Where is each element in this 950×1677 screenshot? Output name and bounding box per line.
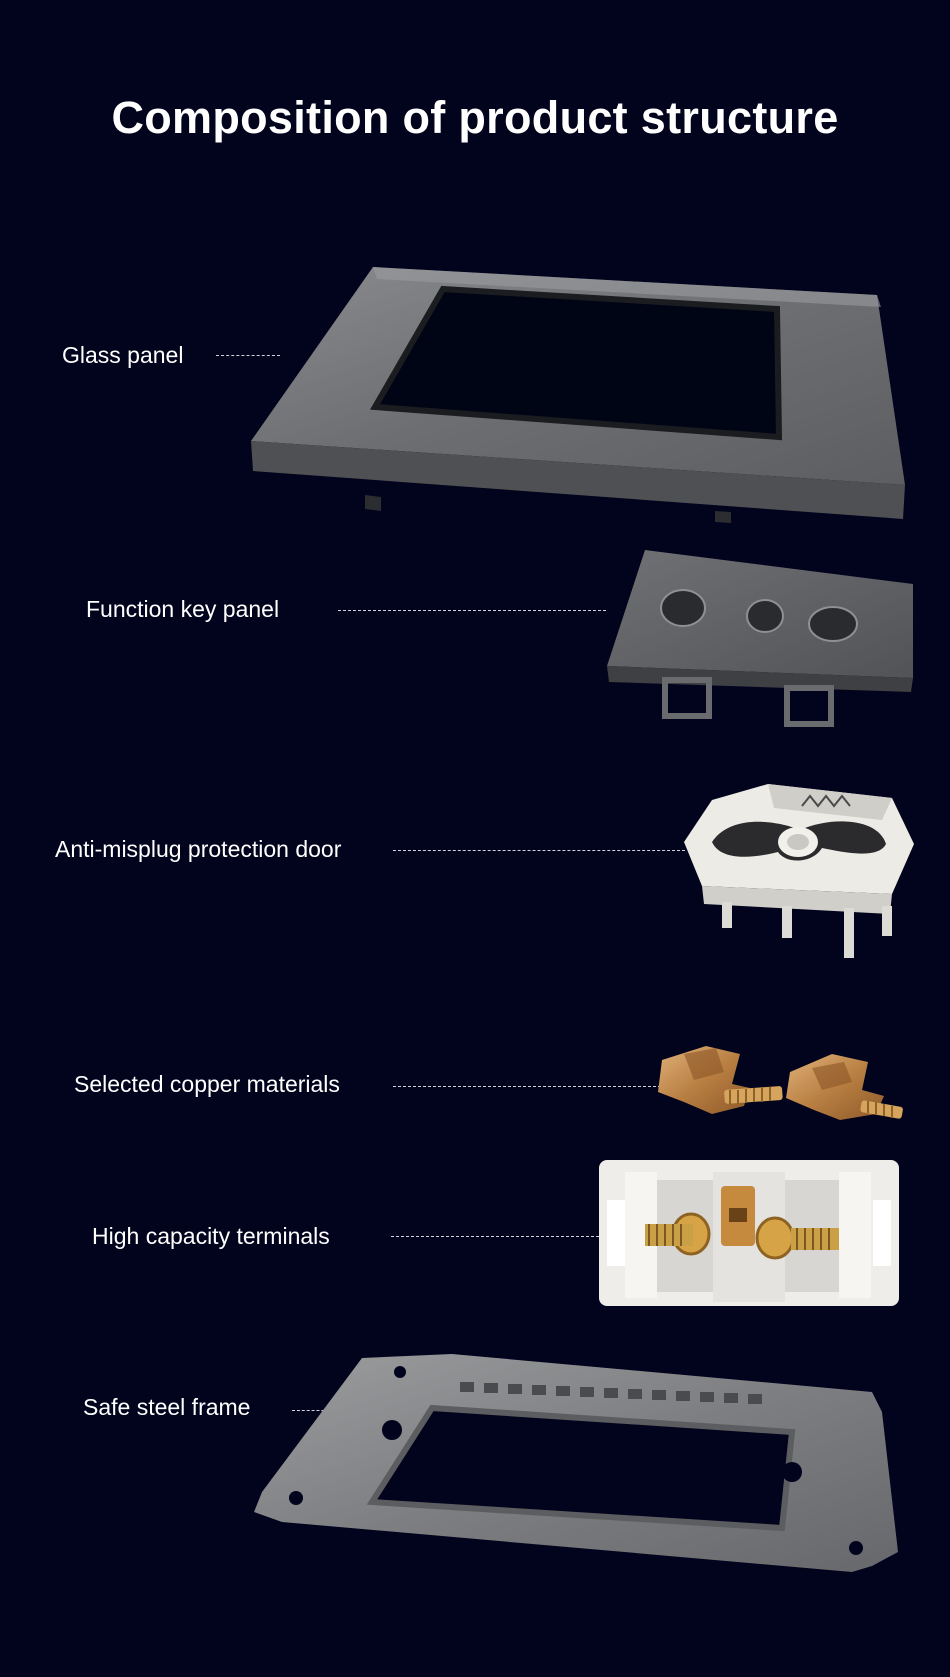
- leader-line-copper-materials: [393, 1086, 661, 1087]
- leader-line-glass-panel: [216, 355, 280, 356]
- glass-panel-illustration: [251, 267, 905, 523]
- steel-frame-illustration: [254, 1354, 898, 1572]
- copper-contacts-illustration: [658, 1046, 903, 1120]
- label-selected-copper-materials: Selected copper materials: [74, 1071, 340, 1097]
- leader-line-function-key-panel: [338, 610, 606, 611]
- label-high-capacity-terminals: High capacity terminals: [92, 1223, 330, 1249]
- label-anti-misplug-protection-door: Anti-misplug protection door: [55, 836, 342, 862]
- leader-line-terminals: [391, 1236, 599, 1237]
- label-glass-panel: Glass panel: [62, 342, 184, 368]
- label-function-key-panel: Function key panel: [86, 596, 280, 622]
- page-title: Composition of product structure: [111, 92, 839, 143]
- function-key-panel-illustration: [607, 550, 913, 727]
- terminal-block-illustration: [599, 1160, 899, 1306]
- leader-line-protection-door: [393, 850, 685, 851]
- label-safe-steel-frame: Safe steel frame: [83, 1394, 251, 1420]
- protection-door-illustration: [684, 784, 914, 958]
